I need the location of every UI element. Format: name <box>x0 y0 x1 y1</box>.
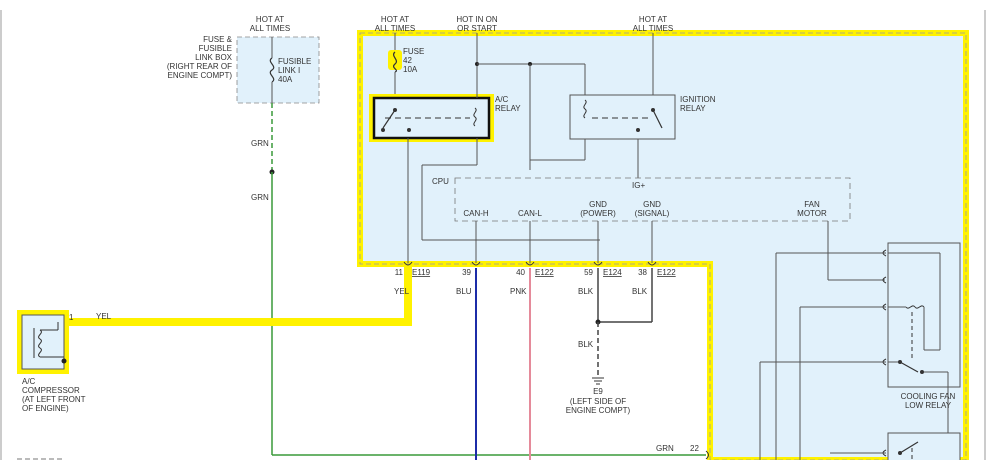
fuse-symbol <box>392 51 398 73</box>
wire-color-grn-2: GRN <box>251 193 269 202</box>
wire-color-grn-1: GRN <box>251 139 269 148</box>
ignition-relay <box>569 94 676 140</box>
svg-text:(POWER): (POWER) <box>580 209 616 218</box>
connector-pin-38: 38 <box>638 268 647 277</box>
fuse-label: FUSE 42 10A <box>403 47 424 74</box>
pin-gnd-signal-label: GND (SIGNAL) <box>635 200 670 218</box>
connector-pin-40: 40 <box>516 268 525 277</box>
svg-text:ENGINE COMPT): ENGINE COMPT) <box>566 406 631 415</box>
svg-text:FUSE &: FUSE & <box>203 35 233 44</box>
hot-at-all-times-label-1: HOT AT <box>256 15 284 24</box>
wire-color-blk-2: BLK <box>632 287 648 296</box>
ac-compressor <box>21 314 65 370</box>
svg-text:RELAY: RELAY <box>680 104 706 113</box>
svg-text:(SIGNAL): (SIGNAL) <box>635 209 670 218</box>
svg-text:COMPRESSOR: COMPRESSOR <box>22 386 80 395</box>
connector-e122-b: E122 <box>657 268 676 277</box>
fusible-link-label: FUSIBLE LINK I 40A <box>278 57 311 84</box>
wire-color-yel-2: YEL <box>96 312 112 321</box>
wire-color-blk-3: BLK <box>578 340 594 349</box>
hot-in-on-or-start-label: HOT IN ON <box>456 15 497 24</box>
pin-can-h-label: CAN-H <box>463 209 489 218</box>
svg-text:LINK BOX: LINK BOX <box>195 53 233 62</box>
wire-color-yel-1: YEL <box>394 287 410 296</box>
wire-color-blu: BLU <box>456 287 472 296</box>
wire-color-grn-3: GRN <box>656 444 674 453</box>
pin-fan-motor-label: FAN MOTOR <box>797 200 827 218</box>
connector-pin-39: 39 <box>462 268 471 277</box>
ground-location: (LEFT SIDE OF ENGINE COMPT) <box>566 397 631 415</box>
fuse-box <box>236 36 320 104</box>
svg-text:LINK I: LINK I <box>278 66 300 75</box>
svg-text:ENGINE COMPT): ENGINE COMPT) <box>168 71 233 80</box>
svg-text:10A: 10A <box>403 65 418 74</box>
hot-at-all-times-label-2: HOT AT <box>381 15 409 24</box>
pin-gnd-power-label: GND (POWER) <box>580 200 616 218</box>
svg-text:GND: GND <box>643 200 661 209</box>
connector-pin-11: 11 <box>395 268 404 277</box>
compressor-pin-1: 1 <box>69 313 74 322</box>
svg-text:RELAY: RELAY <box>495 104 521 113</box>
svg-text:A/C: A/C <box>22 377 36 386</box>
connector-e124: E124 <box>603 268 622 277</box>
connector-e122-a: E122 <box>535 268 554 277</box>
svg-text:40A: 40A <box>278 75 293 84</box>
svg-text:ALL TIMES: ALL TIMES <box>633 24 673 33</box>
connector-row <box>403 261 657 266</box>
svg-text:OR START: OR START <box>457 24 497 33</box>
hot-at-all-times-label-3: HOT AT <box>639 15 667 24</box>
svg-text:IGNITION: IGNITION <box>680 95 716 104</box>
svg-text:GND: GND <box>589 200 607 209</box>
cooling-fan-relay-2 <box>887 432 961 460</box>
svg-text:42: 42 <box>403 56 412 65</box>
module-dashed-outline <box>359 32 967 460</box>
svg-text:ALL TIMES: ALL TIMES <box>375 24 415 33</box>
svg-text:FUSE: FUSE <box>403 47 424 56</box>
svg-text:A/C: A/C <box>495 95 509 104</box>
svg-text:FAN: FAN <box>804 200 820 209</box>
fuse-box-label: FUSE & FUSIBLE LINK BOX (RIGHT REAR OF E… <box>167 35 233 80</box>
connector-e119: E119 <box>412 268 431 277</box>
connector-pin-22: 22 <box>690 444 699 453</box>
svg-text:FUSIBLE: FUSIBLE <box>278 57 311 66</box>
connector-pin-59: 59 <box>584 268 593 277</box>
svg-text:(AT LEFT FRONT: (AT LEFT FRONT <box>22 395 86 404</box>
svg-text:MOTOR: MOTOR <box>797 209 827 218</box>
ground-symbol <box>592 377 604 385</box>
cpu-label: CPU <box>432 177 449 186</box>
svg-text:ALL TIMES: ALL TIMES <box>250 24 290 33</box>
svg-text:(LEFT SIDE OF: (LEFT SIDE OF <box>570 397 626 406</box>
cpu-ig-plus-label: IG+ <box>632 181 645 190</box>
wire-color-pnk: PNK <box>510 287 527 296</box>
ground-id: E9 <box>593 387 603 396</box>
wire-color-blk-1: BLK <box>578 287 594 296</box>
pin-can-l-label: CAN-L <box>518 209 543 218</box>
fusible-link-symbol <box>269 57 275 83</box>
svg-text:OF ENGINE): OF ENGINE) <box>22 404 69 413</box>
ac-relay-label: A/C RELAY <box>495 95 521 113</box>
fuse-highlight <box>388 50 402 70</box>
ignition-relay-label: IGNITION RELAY <box>680 95 716 113</box>
svg-text:COOLING FAN: COOLING FAN <box>901 392 956 401</box>
compressor-label: A/C COMPRESSOR (AT LEFT FRONT OF ENGINE) <box>22 377 86 413</box>
yel-wire <box>66 266 412 326</box>
cooling-fan-relay-label: COOLING FAN LOW RELAY <box>901 392 956 410</box>
svg-text:(RIGHT REAR OF: (RIGHT REAR OF <box>167 62 232 71</box>
connector-22-symbol <box>705 450 709 460</box>
svg-text:FUSIBLE: FUSIBLE <box>199 44 232 53</box>
svg-text:LOW RELAY: LOW RELAY <box>905 401 952 410</box>
ac-relay <box>372 96 491 140</box>
